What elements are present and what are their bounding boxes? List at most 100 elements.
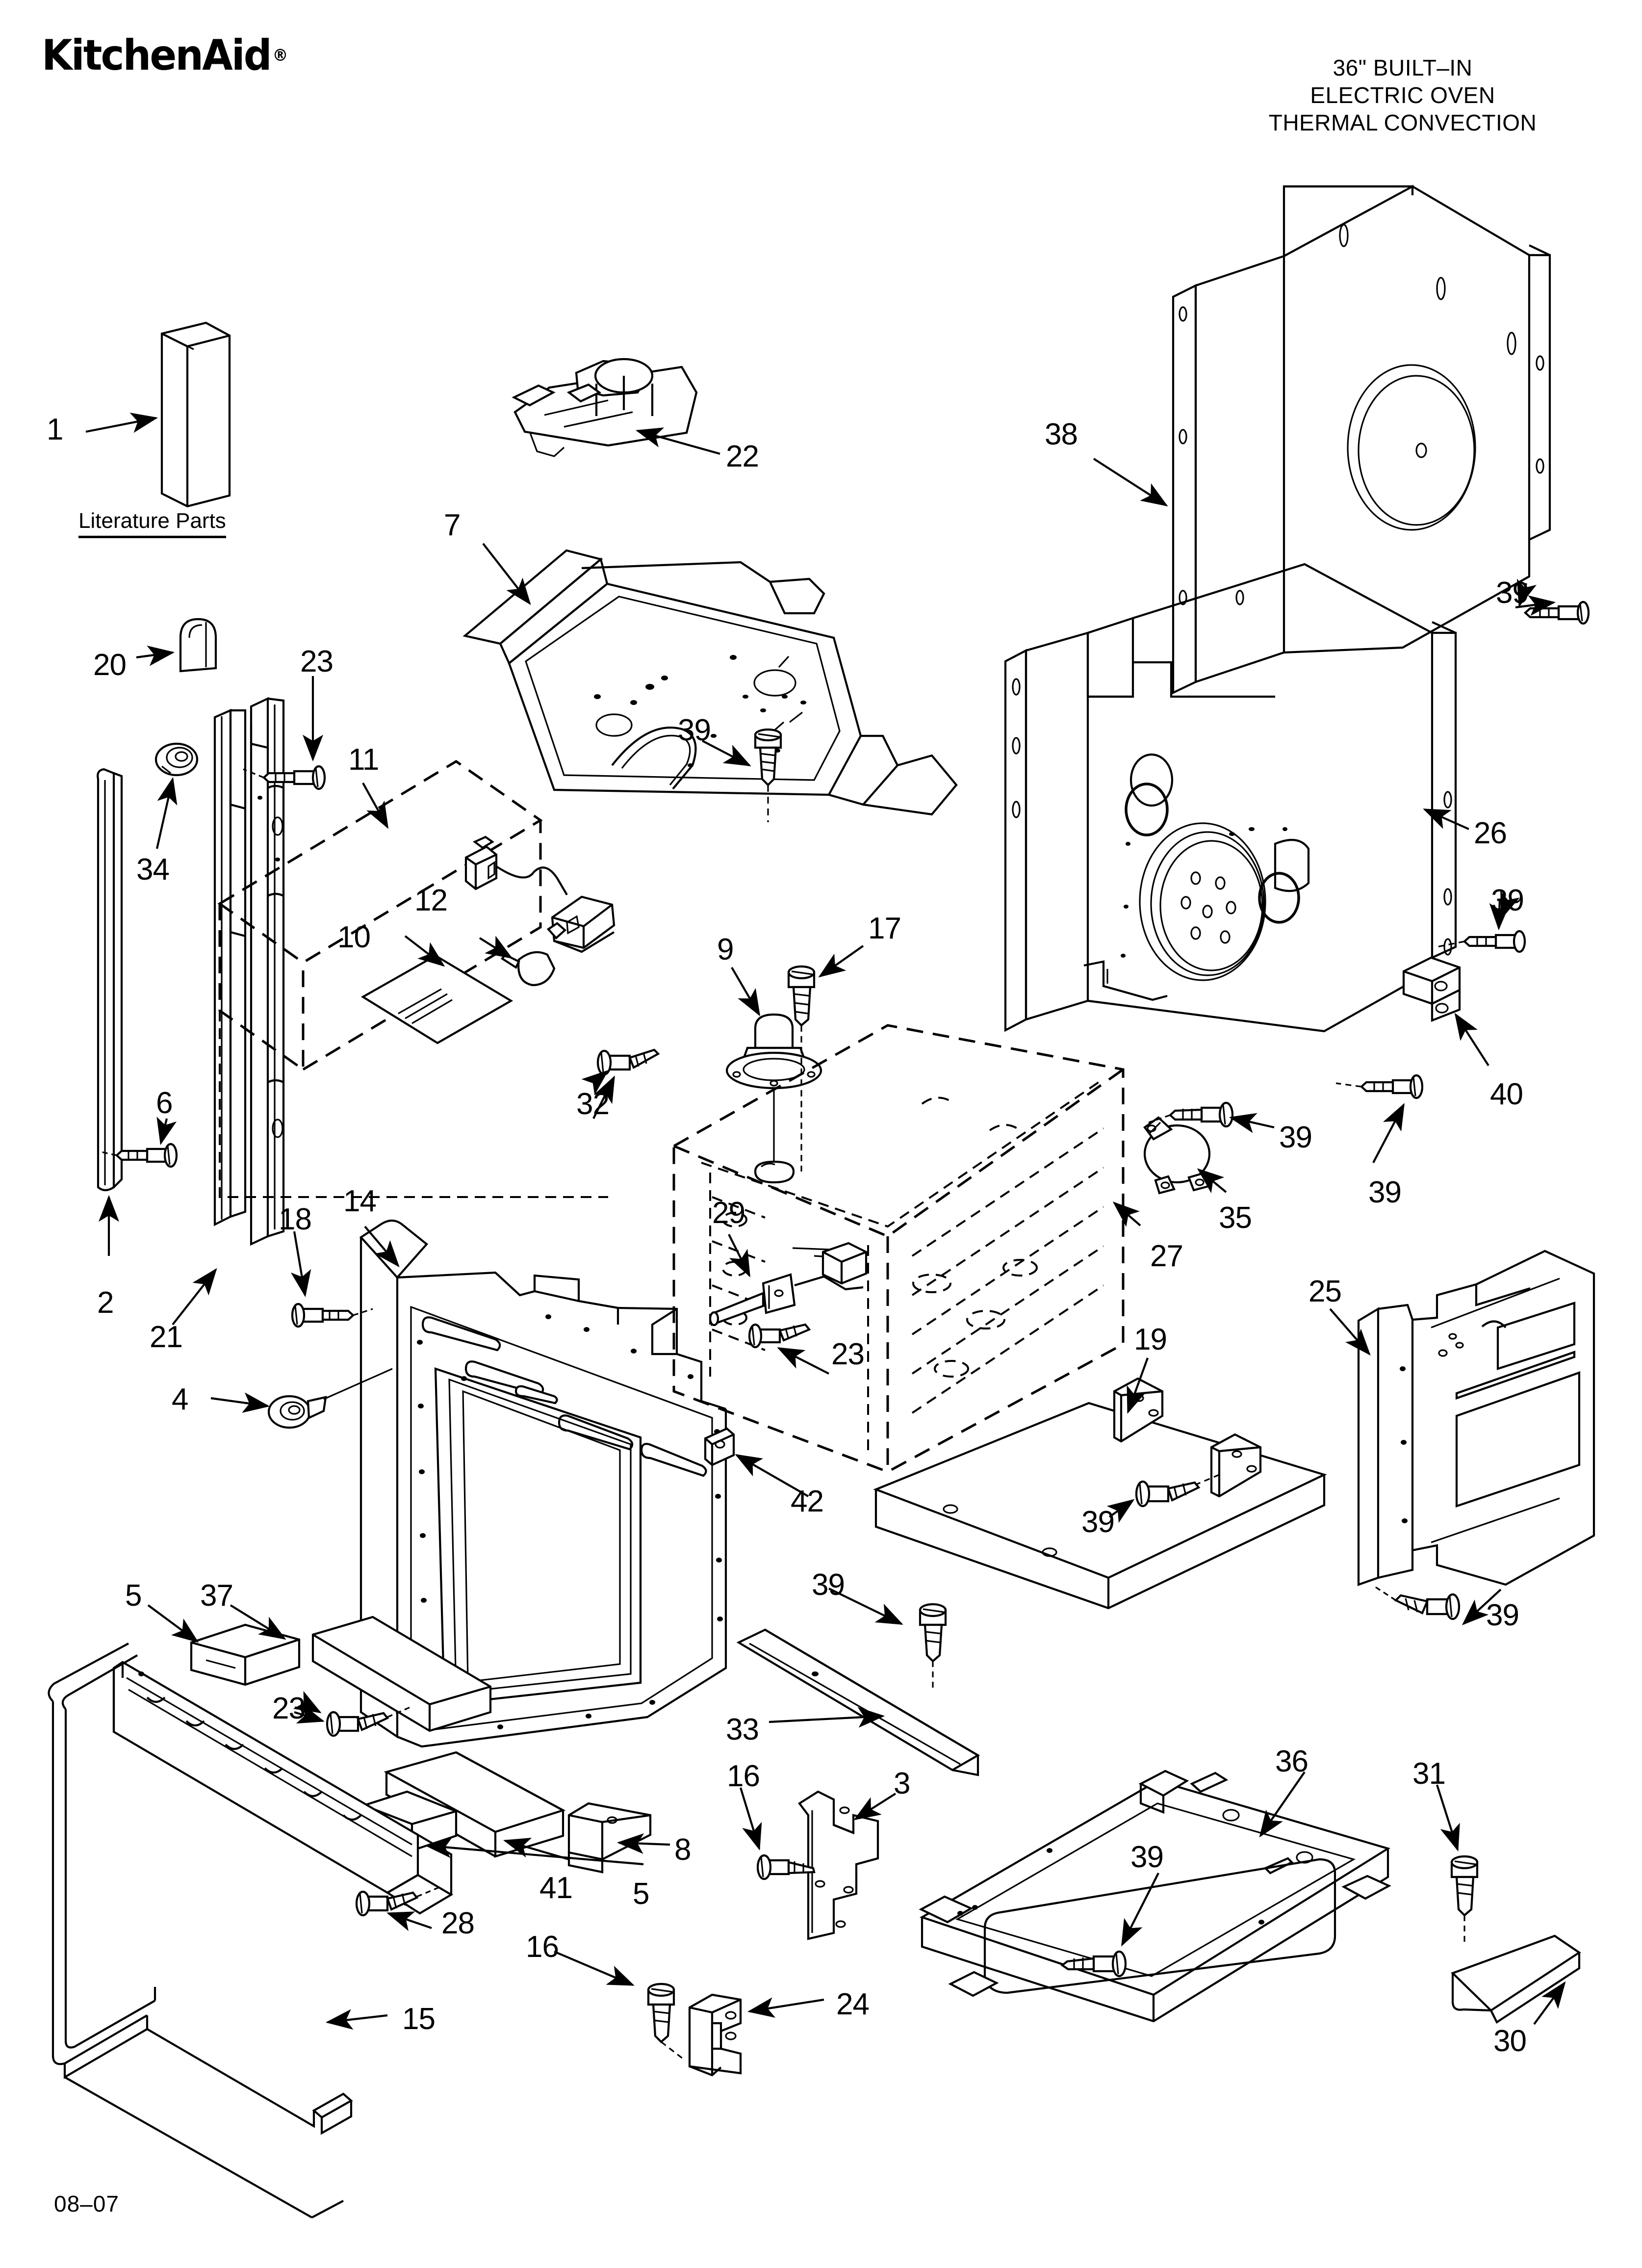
part-30-bracket [1451,1934,1581,2024]
callout-20[interactable]: 20 [93,648,127,682]
callout-39-side-panel[interactable]: 39 [1486,1598,1519,1632]
callout-23[interactable]: 23 [300,645,334,678]
callout-10[interactable]: 10 [337,920,371,954]
screw-39-clip [1437,930,1526,953]
callout-23-cavity[interactable]: 23 [831,1337,865,1371]
part-rear-blower-panel [1004,563,1457,1033]
callout-39-bottom-frame[interactable]: 39 [1130,1840,1164,1874]
callout-4[interactable]: 4 [172,1382,188,1416]
callout-5-lower[interactable]: 5 [633,1877,649,1911]
caption-literature-parts: Literature Parts [78,509,226,538]
screw-32 [596,1048,660,1076]
callout-39-mid-right[interactable]: 39 [1368,1175,1402,1209]
part-15-door-gasket [48,1642,353,2218]
screw-18 [291,1303,373,1328]
part-27-oven-cavity [672,1024,1125,1473]
model-header-line2: ELECTRIC OVEN [1310,82,1495,108]
callout-26[interactable]: 26 [1474,816,1507,850]
callout-1[interactable]: 1 [47,413,63,446]
part-41-rail [384,1751,566,1858]
part-24-clip [688,1993,742,2077]
part-33-trim-rail [736,1628,980,1776]
callout-8[interactable]: 8 [674,1833,691,1867]
part-8-bracket [567,1802,652,1874]
model-header-line3: THERMAL CONVECTION [1268,110,1537,136]
brand-name: KitchenAid [42,31,272,80]
model-header: 36" BUILT–IN ELECTRIC OVEN THERMAL CONVE… [1216,54,1589,136]
part-oven-top-panel [462,549,958,816]
part-rear-cover-panel [1172,184,1551,695]
screw-23-cavity [748,1323,811,1349]
subassembly-phantom-box [217,760,608,1198]
part-3-bracket [797,1790,879,1940]
part-10-lamp-lens [360,954,513,1044]
callout-12[interactable]: 12 [414,884,448,917]
screw-6 [101,1143,178,1168]
callout-39-top-panel[interactable]: 39 [678,713,711,747]
callout-11[interactable]: 11 [348,743,379,777]
callout-18[interactable]: 18 [279,1202,312,1236]
part-40-clip-block [1402,956,1461,1022]
screw-17 [787,965,816,1172]
callout-17[interactable]: 17 [868,912,901,945]
callout-5[interactable]: 5 [125,1579,142,1613]
callout-37[interactable]: 37 [200,1579,233,1613]
callout-28[interactable]: 28 [441,1906,475,1940]
kitchenaid-logo: KitchenAid® [42,31,288,80]
callout-21[interactable]: 21 [150,1320,183,1354]
callout-14[interactable]: 14 [343,1184,377,1218]
callout-9[interactable]: 9 [717,933,734,966]
part-19-bottom-shelf [873,1377,1327,1610]
screw-16-clip [647,1982,683,2059]
callout-38[interactable]: 38 [1045,417,1078,451]
screw-23-front-trim [326,1706,410,1737]
callout-39-upper-right[interactable]: 39 [1496,576,1529,610]
callout-40[interactable]: 40 [1490,1077,1523,1111]
callout-35[interactable]: 35 [1219,1201,1252,1235]
callout-41[interactable]: 41 [539,1871,573,1905]
callout-29[interactable]: 29 [712,1196,745,1230]
callout-3[interactable]: 3 [894,1767,910,1800]
callout-27[interactable]: 27 [1150,1239,1183,1273]
screw-39-lower-right [1335,1074,1424,1099]
screw-23-upper [243,765,326,790]
part-4-grommet [267,1368,393,1429]
callout-7[interactable]: 7 [444,508,461,542]
callout-19[interactable]: 19 [1134,1323,1167,1356]
part-5-front-trim-rail [112,1661,454,1915]
callout-39-shelf[interactable]: 39 [1081,1505,1115,1539]
screw-39-trim-rail [919,1603,947,1690]
callout-31[interactable]: 31 [1412,1757,1446,1791]
callout-2[interactable]: 2 [97,1286,114,1320]
callout-33[interactable]: 33 [726,1713,759,1747]
part-11-lamp-socket [464,835,616,953]
part-25-side-panel [1357,1250,1595,1586]
callout-42[interactable]: 42 [791,1485,824,1518]
callout-39-limiter[interactable]: 39 [1279,1121,1312,1154]
callout-15[interactable]: 15 [402,2002,436,2036]
callout-36[interactable]: 36 [1275,1745,1308,1778]
part-36-bottom-frame [919,1770,1391,2023]
callout-39-trim-rail[interactable]: 39 [812,1568,845,1602]
screw-39-side-panel [1373,1585,1461,1620]
callout-22[interactable]: 22 [726,440,759,473]
part-2-trim-rail [97,768,123,1192]
callout-30[interactable]: 30 [1493,2024,1527,2058]
callout-6[interactable]: 6 [156,1086,173,1120]
callout-23-front-trim[interactable]: 23 [272,1692,306,1725]
screw-39-bottom-frame [1060,1950,1127,1978]
callout-34[interactable]: 34 [136,853,170,886]
callout-39-clip[interactable]: 39 [1491,884,1524,917]
part-9-convection-fan-motor [725,1013,822,1184]
registered-trademark-icon: ® [272,46,288,65]
part-21-side-trim [213,708,247,1226]
callout-32[interactable]: 32 [576,1087,610,1121]
part-20-end-cap [179,618,217,673]
callout-24[interactable]: 24 [836,1987,870,2021]
part-42-clip [704,1427,735,1466]
callout-16-clip[interactable]: 16 [526,1930,559,1964]
callout-25[interactable]: 25 [1308,1275,1342,1308]
revision-date-code: 08–07 [54,2191,119,2216]
callout-16-bracket[interactable]: 16 [727,1759,760,1793]
